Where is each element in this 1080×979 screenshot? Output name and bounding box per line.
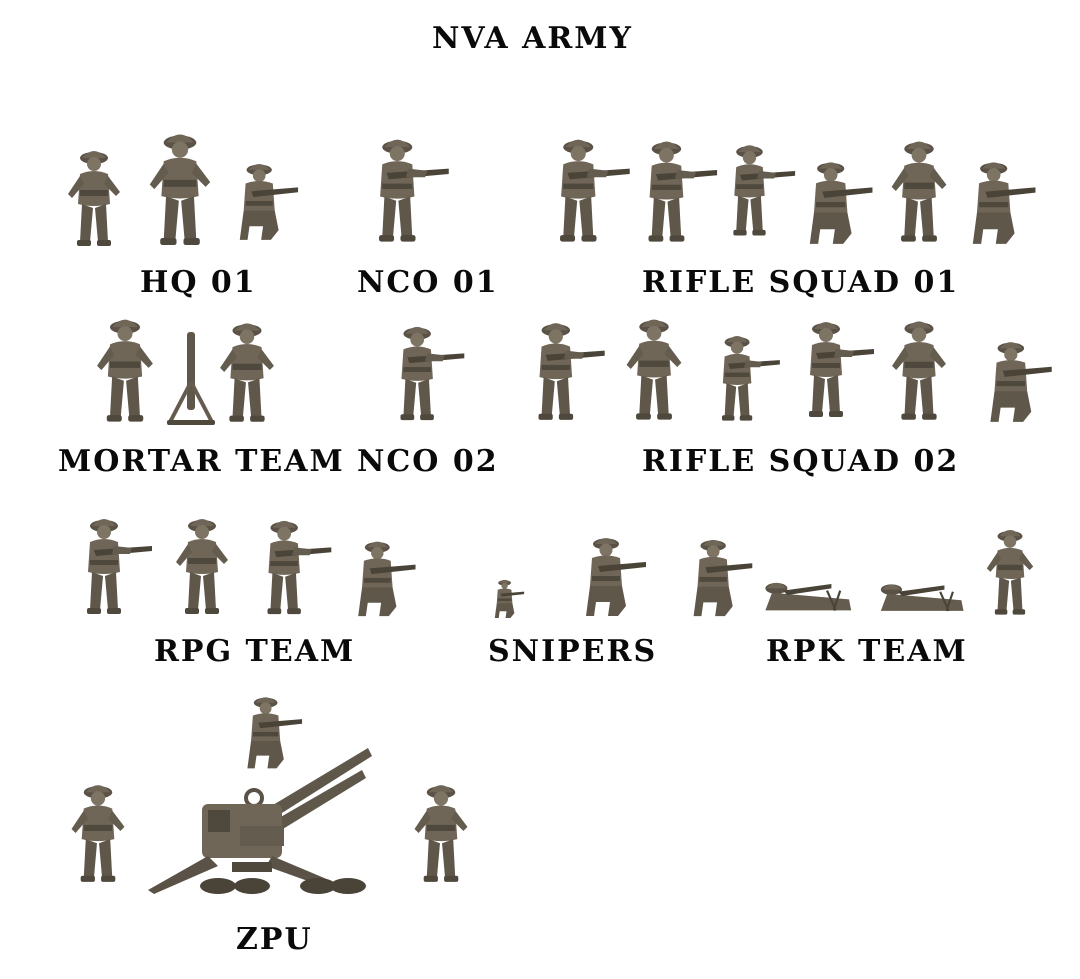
miniature-rifleman — [721, 130, 797, 248]
miniature-rifleman — [879, 132, 959, 248]
miniature-rifleman-kneeling — [797, 154, 879, 248]
group-hq-01 — [60, 118, 310, 253]
miniature-nco-01 — [348, 130, 468, 248]
group-label-rifle-squad-02: RIFLE SQUAD 02 — [642, 444, 960, 479]
miniature-zpu-ammo-bearer — [66, 776, 130, 888]
group-label-rifle-squad-01: RIFLE SQUAD 01 — [642, 265, 960, 300]
group-label-hq-01: HQ 01 — [140, 265, 257, 300]
group-label-snipers: SNIPERS — [488, 634, 658, 669]
miniature-mortar-crew — [85, 310, 165, 428]
group-mortar-team — [85, 310, 285, 430]
miniature-rpk-standing — [980, 522, 1040, 620]
miniature-rpk-prone — [866, 572, 972, 620]
zpu-anti-aircraft-gun-icon — [148, 748, 372, 894]
miniature-hq-officer — [130, 124, 230, 252]
miniature-rpk-prone — [750, 570, 860, 620]
group-snipers — [475, 530, 655, 622]
miniature-rifleman — [614, 310, 694, 426]
mortar-icon — [167, 332, 215, 425]
group-rpk-team — [678, 522, 1040, 622]
page-title: NVA ARMY — [432, 21, 633, 56]
miniature-rifleman — [878, 312, 960, 426]
miniature-sniper-prone — [475, 576, 541, 620]
group-rpg-team — [62, 510, 422, 622]
miniature-rifleman-kneeling — [972, 334, 1064, 426]
miniature-hq-radio — [232, 148, 300, 252]
group-label-rpg-team: RPG TEAM — [154, 634, 356, 669]
miniature-mortar-loader — [215, 314, 279, 428]
miniature-rifleman — [520, 314, 612, 426]
group-rifle-squad-01 — [545, 130, 1045, 250]
miniature-zpu-spotter — [408, 776, 474, 888]
miniature-rifleman — [633, 132, 721, 248]
miniature-sniper-kneeling — [573, 530, 653, 620]
miniature-rpg-loader — [168, 510, 236, 620]
miniature-rpg-gunner — [62, 510, 166, 620]
group-label-zpu: ZPU — [236, 922, 313, 957]
miniature-rifleman — [796, 310, 876, 426]
group-nco-02 — [385, 318, 475, 428]
group-zpu — [66, 690, 476, 900]
miniature-rpg-gunner — [242, 512, 346, 620]
miniature-rifleman — [704, 328, 788, 426]
group-label-nco-01: NCO 01 — [357, 265, 499, 300]
group-rifle-squad-02 — [520, 310, 1065, 430]
miniature-hq-observer — [60, 142, 128, 252]
miniature-rpg-kneeling — [346, 534, 422, 620]
miniature-rifleman — [545, 130, 633, 248]
group-label-mortar-team: MORTAR TEAM — [58, 444, 345, 479]
miniature-rifleman-kneeling — [963, 154, 1039, 248]
group-label-nco-02: NCO 02 — [357, 444, 499, 479]
group-nco-01 — [348, 130, 478, 250]
miniature-nco-02 — [385, 318, 469, 426]
group-label-rpk-team: RPK TEAM — [766, 634, 968, 669]
